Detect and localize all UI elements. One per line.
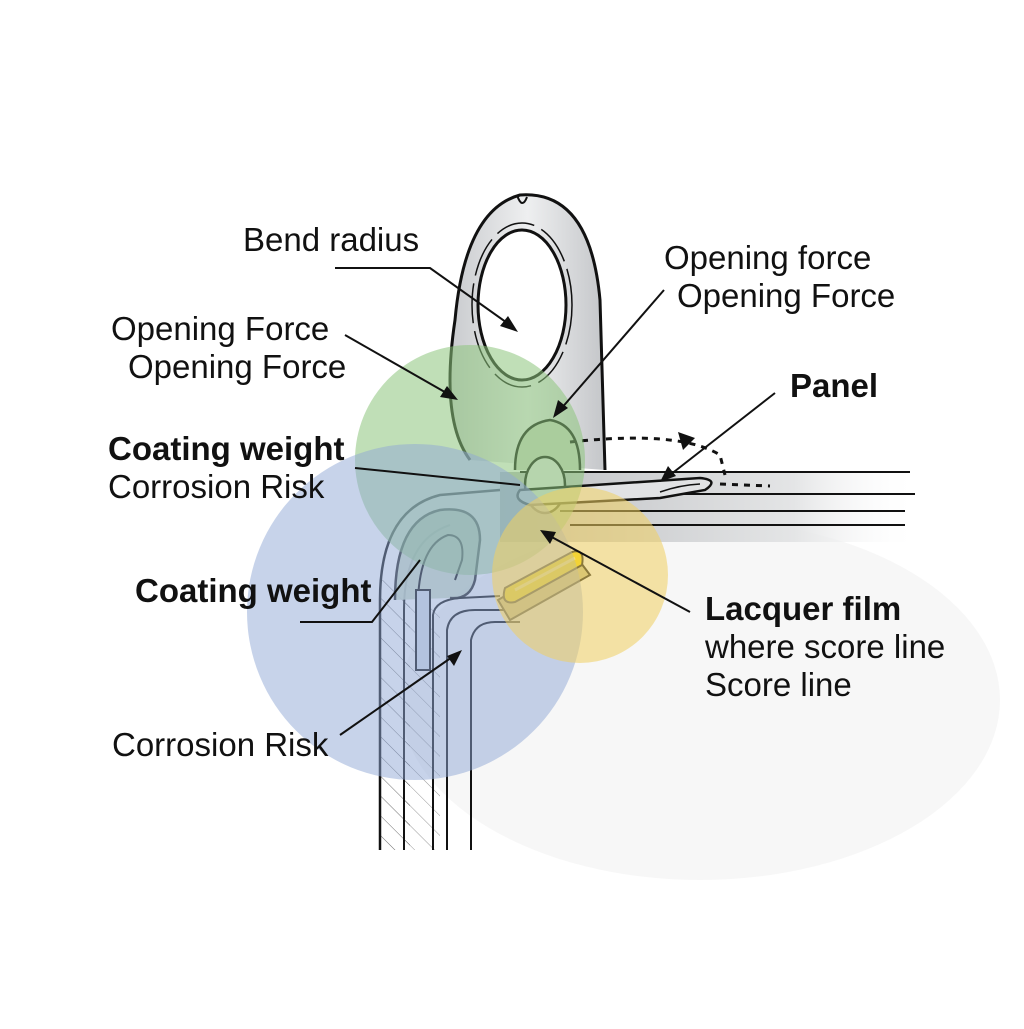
label-coating-weight-1: Coating weight xyxy=(108,430,345,467)
arrowheads xyxy=(440,316,676,666)
motion-arrowhead xyxy=(678,432,695,450)
label-opening-force-left: Opening Force Opening Force xyxy=(111,310,346,386)
label-coating-weight-2: Coating weight xyxy=(135,572,372,609)
label-opening-force-right-2: Opening Force xyxy=(677,276,896,314)
label-lacquer-score: Lacquer film where score line Score line xyxy=(705,590,945,704)
leader-lines xyxy=(300,267,776,736)
label-opening-force-left-1: Opening Force xyxy=(111,310,330,347)
label-corrosion-risk-1: Corrosion Risk xyxy=(108,467,325,505)
opening-motion-path xyxy=(569,436,771,488)
label-score-line: Score line xyxy=(705,665,852,703)
label-lacquer-film: Lacquer film xyxy=(705,590,902,627)
label-opening-force-right-1: Opening force xyxy=(664,239,872,276)
label-panel: Panel xyxy=(790,367,879,404)
zone-yellow xyxy=(492,487,668,663)
label-where-score-line: where score line xyxy=(705,627,946,665)
zone-blue xyxy=(247,444,583,780)
label-coating-corrosion: Coating weight Corrosion Risk xyxy=(108,430,344,506)
label-opening-force-left-2: Opening Force xyxy=(128,347,347,385)
label-opening-force-right: Opening force Opening Force xyxy=(664,239,895,315)
label-corrosion-risk-2: Corrosion Risk xyxy=(112,726,329,763)
label-bend-radius: Bend radius xyxy=(243,221,420,258)
